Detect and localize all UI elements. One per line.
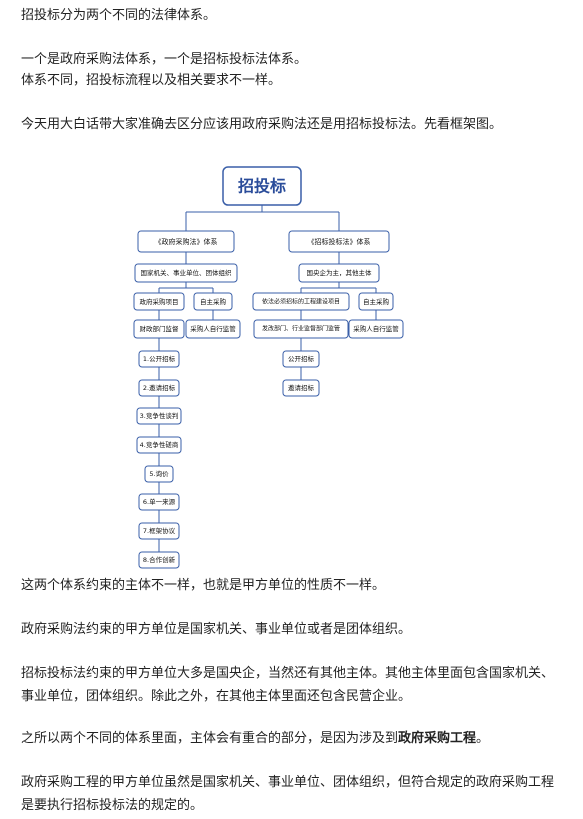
right-method-node [282, 379, 320, 397]
paragraph-8-text: 之所以两个不同的体系里面，主体会有重合的部分，是因为涉及到 [21, 731, 399, 746]
left-method-node [138, 379, 180, 397]
left-system-label: 《政府采购法》体系 [155, 237, 218, 246]
paragraph-9: 政府采购工程的甲方单位虽然是国家机关、事业单位、团体组织，但符合规定的政府采购工… [21, 775, 555, 813]
left-method-node [136, 407, 182, 425]
right-system-node [288, 230, 390, 253]
left-method-label: 5.询价 [149, 469, 169, 478]
diagram-edges [158, 205, 377, 568]
left-method-node [138, 522, 180, 540]
diagram-root-label: 招投标 [238, 177, 286, 196]
left-branch-a-node [133, 292, 185, 311]
left-method-list: 1.公开招标 2.邀请招标 3.竞争性谈判 4.竞争性磋商 5.询价 6.单一来… [136, 350, 182, 569]
left-branch-a-label: 政府采购项目 [140, 297, 179, 306]
paragraph-4: 今天用大白话带大家准确去区分应该用政府采购法还是用招标投标法。先看框架图。 [21, 117, 503, 132]
right-method-label: 公开招标 [288, 354, 315, 363]
right-method-label: 邀请招标 [288, 383, 315, 392]
left-method-node [144, 465, 174, 483]
left-method-node [138, 551, 180, 569]
left-method-label: 7.框架协议 [143, 526, 176, 535]
right-method-list: 公开招标 邀请招标 [282, 350, 320, 397]
right-system-label: 《招标投标法》体系 [308, 237, 371, 246]
right-method-node [282, 350, 320, 368]
right-subjects-label: 国央企为主，其他主体 [307, 268, 373, 277]
left-subjects-node [134, 263, 238, 283]
left-method-node [138, 493, 180, 511]
paragraph-7: 招标投标法约束的甲方单位大多是国央企，当然还有其他主体。其他主体里面包含国家机关… [21, 666, 555, 704]
left-method-label: 8.合作创新 [143, 555, 176, 564]
left-supervisor-a-node [133, 319, 185, 339]
right-subjects-node [298, 263, 380, 283]
right-branch-b-node [358, 292, 394, 311]
right-supervisor-a-label: 发改部门、行业监督部门监管 [262, 325, 340, 333]
right-branch-a-node [252, 292, 350, 311]
paragraph-8-end: 。 [476, 731, 490, 746]
left-branch-b-label: 自主采购 [200, 297, 227, 306]
right-branch-a-label: 依法必须招标的工程建设项目 [262, 298, 340, 306]
left-supervisor-b-label: 采购人自行监管 [190, 324, 236, 333]
paragraph-3: 体系不同，招投标流程以及相关要求不一样。 [21, 73, 282, 88]
left-system-node [137, 230, 235, 253]
left-method-label: 1.公开招标 [143, 354, 176, 363]
paragraph-1: 招投标分为两个不同的法律体系。 [21, 8, 217, 23]
left-method-label: 2.邀请招标 [143, 383, 176, 392]
left-method-label: 3.竞争性谈判 [140, 411, 179, 420]
paragraph-2: 一个是政府采购法体系，一个是招标投标法体系。 [21, 52, 308, 67]
left-method-label: 6.单一来源 [143, 497, 176, 506]
right-supervisor-b-label: 采购人自行监管 [353, 324, 399, 333]
right-branch-b-label: 自主采购 [363, 297, 390, 306]
paragraph-6: 政府采购法约束的甲方单位是国家机关、事业单位或者是团体组织。 [21, 622, 412, 637]
paragraph-8: 之所以两个不同的体系里面，主体会有重合的部分，是因为涉及到政府采购工程。 [21, 729, 489, 749]
left-branch-b-node [193, 292, 233, 311]
right-supervisor-a-node [253, 319, 349, 339]
left-supervisor-b-node [185, 319, 241, 339]
left-method-node [138, 350, 180, 368]
paragraph-5: 这两个体系约束的主体不一样，也就是甲方单位的性质不一样。 [21, 578, 386, 593]
left-subjects-label: 国家机关、事业单位、团体组织 [141, 268, 233, 277]
right-supervisor-b-node [348, 319, 404, 339]
paragraph-8-emphasis: 政府采购工程 [398, 731, 477, 746]
left-supervisor-a-label: 财政部门监督 [140, 324, 180, 333]
left-method-node [136, 436, 182, 454]
left-method-label: 4.竞争性磋商 [140, 440, 179, 449]
diagram-root-node [222, 166, 302, 206]
